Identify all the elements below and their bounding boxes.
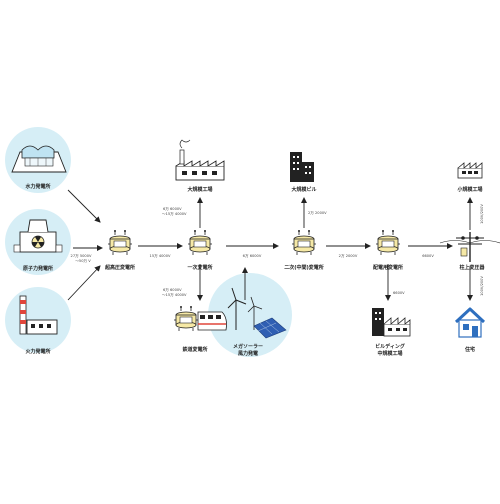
chimney-icon: [179, 139, 191, 165]
ultra-high-substation-label: 超高圧変電所: [104, 265, 136, 271]
railway-substation-icon: [173, 305, 199, 332]
thermal-plant-icon: [19, 295, 58, 335]
distribution-substation-icon: [375, 229, 401, 256]
voltage-primary-railway-2: 〜15万 4000V: [162, 293, 187, 297]
dam-icon: [11, 145, 67, 173]
house-icon: [454, 307, 486, 338]
secondary-substation-icon: [291, 229, 317, 256]
solar-panel-icon: [253, 317, 287, 339]
voltage-secondary-distribution: 2万 2000V: [338, 254, 358, 258]
train-icon: [197, 311, 227, 331]
building-factory-label-1: ビルディング: [375, 344, 405, 350]
voltage-source-ultra-2: 〜50万 V: [75, 259, 91, 263]
primary-substation-label: 一次変電所: [187, 265, 213, 271]
railway-substation-label: 鉄道変電所: [182, 347, 208, 353]
voltage-ultra-primary: 15万 4000V: [149, 254, 171, 258]
building-factory-icon: [372, 308, 411, 337]
connector-lines: [67, 189, 473, 301]
ultra-high-substation-icon: [107, 229, 133, 256]
voltage-secondary-building: 2万 2000V: [308, 211, 327, 215]
nuclear-plant-icon: [13, 219, 63, 253]
voltage-source-ultra-1: 27万 5000V: [70, 254, 92, 258]
small-factory-label: 小規模工場: [457, 187, 483, 193]
pole-transformer-label: 柱上変圧器: [459, 265, 485, 271]
voltage-pole-small-factory: 100V/200V: [479, 204, 484, 224]
pole-transformer-icon: [439, 232, 500, 262]
voltage-distribution-pole: 6600V: [422, 254, 434, 258]
voltage-distribution-buildings: 6600V: [393, 291, 405, 295]
mega-solar-label-1: メガソーラー: [232, 344, 264, 350]
large-factory-label: 大規模工場: [187, 187, 213, 193]
hydro-label: 水力発電所: [25, 184, 51, 190]
large-building-label: 大規模ビル: [291, 187, 317, 193]
voltage-primary-factory-1: 6万 6000V: [163, 207, 182, 211]
nuclear-label: 原子力発電所: [22, 266, 54, 272]
voltage-primary-factory-2: 〜15万 4000V: [162, 212, 187, 216]
voltage-pole-house: 100V/200V: [479, 276, 484, 296]
secondary-substation-label: 二次(中間)変電所: [284, 265, 324, 271]
voltage-primary-secondary: 6万 6000V: [242, 254, 262, 258]
house-label: 住宅: [464, 347, 476, 353]
large-building-icon: [290, 152, 314, 182]
distribution-substation-label: 配電用変電所: [372, 265, 404, 271]
building-factory-label-2: 中規模工場: [377, 351, 403, 357]
small-factory-icon: [457, 162, 483, 179]
voltage-primary-railway-1: 6万 6000V: [163, 288, 182, 292]
primary-substation-icon: [187, 229, 213, 256]
mega-solar-label-2: 風力発電: [237, 351, 259, 357]
thermal-label: 火力発電所: [25, 349, 51, 355]
